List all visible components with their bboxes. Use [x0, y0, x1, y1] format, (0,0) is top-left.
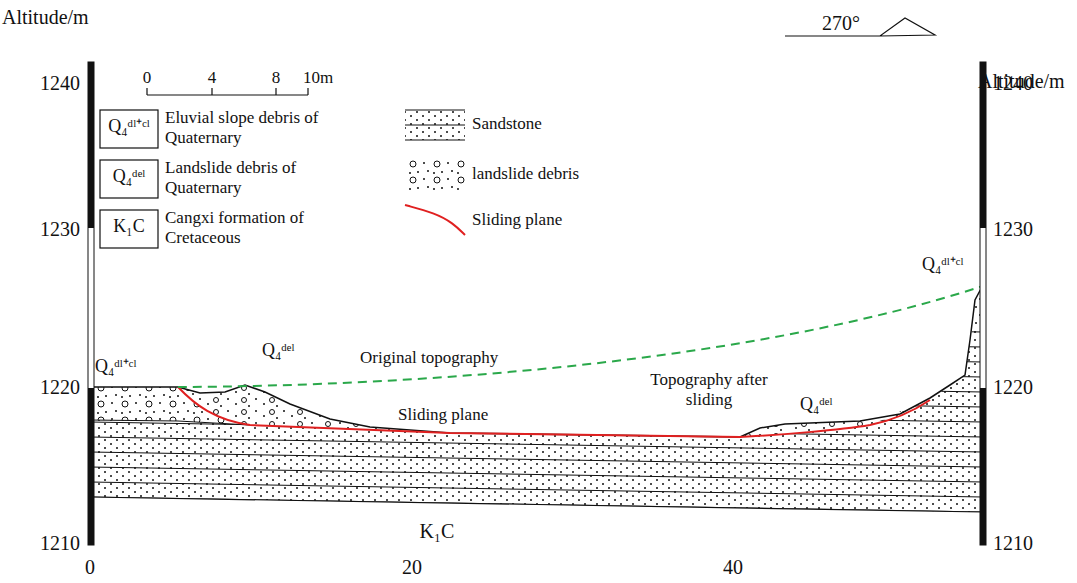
legend-swatch — [405, 205, 465, 235]
altitude-bar-segment — [980, 388, 986, 545]
label: 8 — [272, 68, 281, 88]
label: K₁C — [420, 520, 455, 543]
bedding-line — [90, 347, 983, 362]
label: Q₄ᵈˡ⁺ᶜˡ — [108, 116, 149, 137]
bedrock-top — [90, 420, 250, 425]
legend-text: Eluvial slope debris of Quaternary — [165, 108, 323, 147]
label: 1240 — [40, 72, 80, 95]
sandstone-bedrock — [90, 325, 983, 512]
topography-after-sliding — [90, 285, 983, 437]
altitude-bar-segment — [88, 62, 94, 228]
label: 10m — [303, 68, 333, 88]
label: 4 — [208, 68, 217, 88]
altitude-bar-segment — [88, 388, 94, 545]
legend-text: Sandstone — [472, 114, 542, 134]
bedding-line — [90, 317, 983, 332]
landslide-debris — [740, 398, 930, 437]
label: 1220 — [40, 376, 80, 399]
bedding-line — [90, 332, 983, 347]
legend-text: Sliding plane — [472, 210, 562, 230]
label: 1240 — [993, 72, 1033, 95]
bedding-line — [90, 467, 983, 482]
label: Altitude/m — [2, 6, 89, 29]
legend-swatch — [100, 210, 158, 248]
label: 270° — [822, 12, 860, 35]
bedrock-bottom — [90, 497, 983, 512]
label: Q₄ᵈˡ⁺ᶜˡ — [95, 356, 136, 377]
sliding-plane — [178, 387, 930, 437]
label: Q₄ᵈᵉˡ — [800, 394, 832, 415]
legend-text: Landslide debris of Quaternary — [165, 158, 323, 197]
legend-swatch — [100, 110, 158, 148]
label: 1230 — [40, 218, 80, 241]
altitude-bar — [88, 62, 94, 545]
legend-text: landslide debris — [472, 164, 579, 184]
bedding-line — [90, 377, 983, 392]
bedding-line — [90, 452, 983, 467]
label: 20 — [402, 556, 422, 579]
legend-text: Cangxi formation of Cretaceous — [165, 208, 323, 247]
legend-swatch — [100, 160, 158, 198]
legend-swatches — [100, 110, 465, 248]
altitude-bar — [980, 62, 986, 545]
label: 1210 — [993, 532, 1033, 555]
bedding-line — [90, 482, 983, 497]
label: Topography after sliding — [650, 370, 768, 409]
legend-swatch — [405, 160, 465, 192]
bedding-lines — [90, 302, 983, 512]
original-topography — [178, 286, 983, 387]
bedding-line — [90, 437, 983, 452]
scale-bar — [147, 88, 308, 95]
label: 40 — [723, 556, 743, 579]
label: Q₄ᵈᵉˡ — [113, 166, 145, 187]
label: 0 — [85, 556, 95, 579]
label: Q₄ᵈˡ⁺ᶜˡ — [922, 254, 963, 275]
label: 1230 — [993, 218, 1033, 241]
bedding-line — [90, 302, 983, 317]
label: 1210 — [40, 532, 80, 555]
label: Original topography — [360, 348, 498, 368]
label: K₁C — [113, 216, 144, 237]
label: 1220 — [993, 376, 1033, 399]
bedding-line — [90, 497, 983, 512]
direction-symbol — [785, 18, 935, 36]
legend-swatch — [405, 110, 465, 140]
bedding-line — [90, 362, 983, 377]
label: Q₄ᵈᵉˡ — [262, 340, 294, 361]
label: Sliding plane — [398, 405, 488, 425]
label: 0 — [143, 68, 152, 88]
